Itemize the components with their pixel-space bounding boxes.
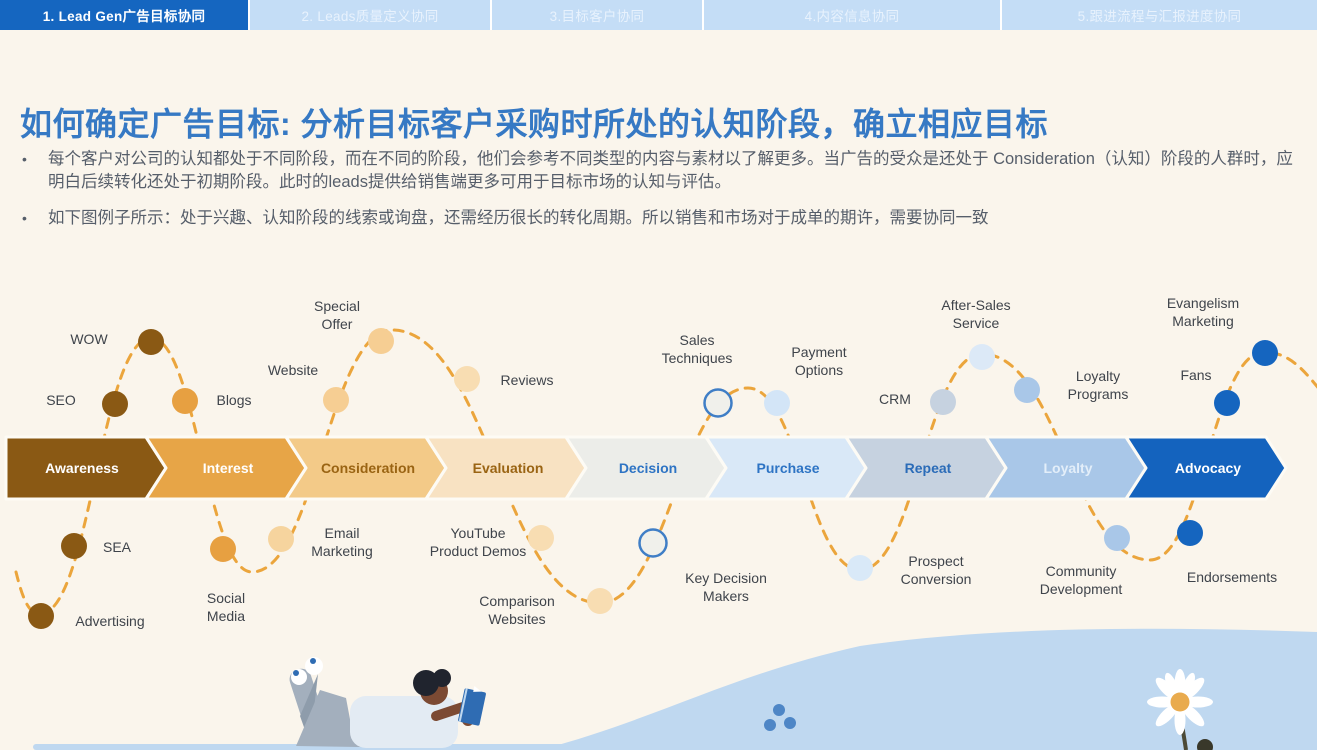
touchpoint-dot [138,329,164,355]
tab-leads-quality[interactable]: 2. Leads质量定义协同 [250,0,490,30]
touchpoint-dot [210,536,236,562]
touchpoint-dot [323,387,349,413]
touchpoint-dot [268,526,294,552]
tab-target-customer[interactable]: 3.目标客户协同 [492,0,702,30]
funnel-stage-arrows [4,435,1288,501]
stage-arrow-loyalty [984,435,1148,501]
bullet-text: 每个客户对公司的认知都处于不同阶段，而在不同的阶段，他们会参考不同类型的内容与素… [48,150,1293,191]
touchpoint-dot [28,603,54,629]
touchpoint-dot [1214,390,1240,416]
touchpoint-dot [61,533,87,559]
touchpoint-dot [638,528,668,558]
bullet-marker-icon: • [22,151,27,167]
bullet-item: • 每个客户对公司的认知都处于不同阶段，而在不同的阶段，他们会参考不同类型的内容与… [22,148,1300,194]
touchpoint-dot [587,588,613,614]
touchpoint-dot [454,366,480,392]
bullet-marker-icon: • [22,210,27,226]
dots-cluster-decor [764,704,796,731]
stage-arrow-consideration [284,435,448,501]
ground-strip [33,744,1317,750]
touchpoint-dot [1104,525,1130,551]
journey-touchpoint-dots [28,328,1278,629]
stage-arrow-interest [144,435,308,501]
touchpoint-dot [102,391,128,417]
bottom-decoration [33,628,1317,750]
stage-arrow-advocacy [1124,435,1288,501]
stage-arrow-repeat [844,435,1008,501]
touchpoint-dot [969,344,995,370]
blue-wave-shape [540,628,1317,750]
page-title: 如何确定广告目标: 分析目标客户采购时所处的认知阶段，确立相应目标 [20,106,1049,143]
touchpoint-dot [1252,340,1278,366]
bullet-list: • 每个客户对公司的认知都处于不同阶段，而在不同的阶段，他们会参考不同类型的内容与… [22,148,1300,230]
daisy-flower-decor [1147,669,1213,750]
touchpoint-dot [528,525,554,551]
touchpoint-dot [172,388,198,414]
bullet-item: • 如下图例子所示：处于兴趣、认知阶段的线索或询盘，还需经历很长的转化周期。所以销… [22,207,1300,230]
tab-follow-up[interactable]: 5.跟进流程与汇报进度协同 [1002,0,1317,30]
bullet-text: 如下图例子所示：处于兴趣、认知阶段的线索或询盘，还需经历很长的转化周期。所以销售… [48,209,989,227]
touchpoint-dot [1177,520,1203,546]
touchpoint-dot [1014,377,1040,403]
touchpoint-dot [703,388,733,418]
stage-arrow-evaluation [424,435,588,501]
customer-journey-diagram [4,328,1317,629]
stage-arrow-decision [564,435,728,501]
reading-person-illustration [289,657,486,748]
touchpoint-dot [847,555,873,581]
stage-arrow-purchase [704,435,868,501]
touchpoint-dot [930,389,956,415]
touchpoint-dot [368,328,394,354]
touchpoint-dot [764,390,790,416]
tab-content-info[interactable]: 4.内容信息协同 [704,0,1000,30]
tab-lead-gen[interactable]: 1. Lead Gen广告目标协同 [0,0,248,30]
stage-arrow-awareness [4,435,168,501]
